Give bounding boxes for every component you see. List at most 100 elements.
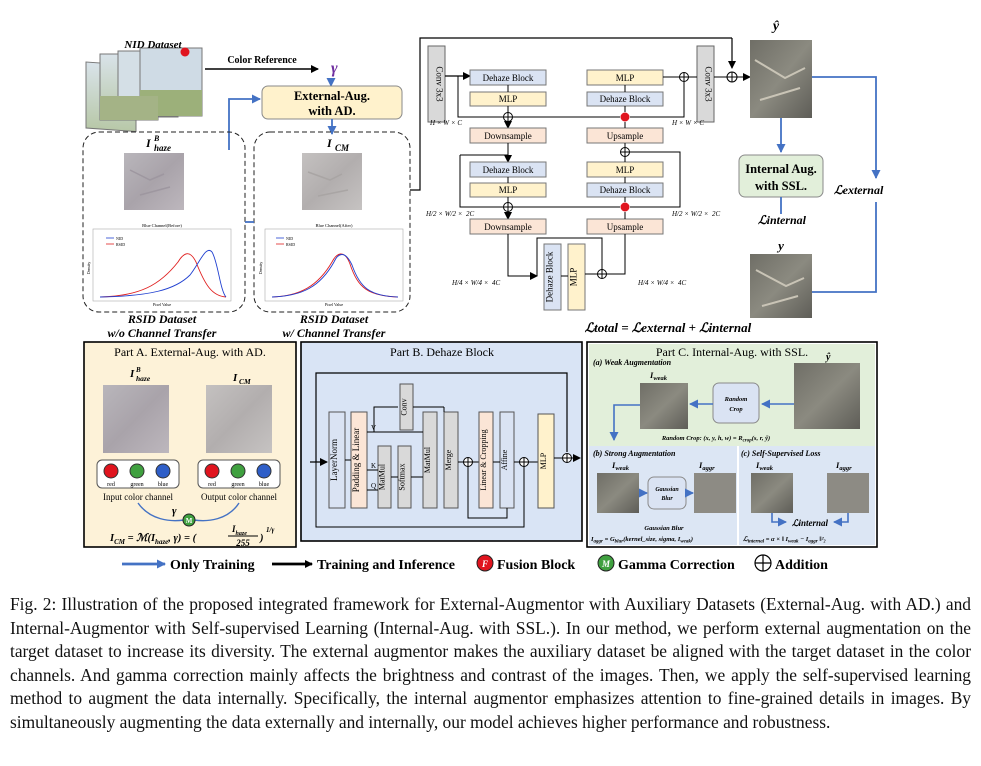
- svg-text:Conv 3x3: Conv 3x3: [435, 66, 445, 102]
- svg-text:Blur: Blur: [660, 496, 673, 502]
- svg-text:haze: haze: [154, 143, 171, 153]
- svg-text:ℒinternal: ℒinternal: [792, 518, 828, 528]
- svg-text:F: F: [481, 559, 488, 569]
- svg-text:RSID: RSID: [286, 242, 295, 247]
- ground-truth-image: [750, 254, 812, 318]
- l-internal-label: ℒinternal: [758, 213, 807, 227]
- svg-text:M: M: [601, 559, 611, 569]
- svg-text:2C: 2C: [712, 210, 721, 218]
- level1-left: Dehaze Block MLP Downsample: [457, 69, 547, 144]
- svg-text:Dehaze Block: Dehaze Block: [600, 94, 651, 104]
- l-external-label: ℒexternal: [834, 183, 884, 197]
- svg-text:Q: Q: [371, 482, 376, 490]
- svg-text:red: red: [107, 482, 115, 488]
- svg-text:Dehaze Block: Dehaze Block: [483, 73, 534, 83]
- svg-text:MLP: MLP: [499, 185, 518, 195]
- color-mapped-image: [302, 153, 362, 210]
- svg-text:MatMul: MatMul: [423, 446, 432, 473]
- svg-text:Conv 3x3: Conv 3x3: [704, 66, 714, 102]
- svg-text:with SSL.: with SSL.: [755, 179, 807, 193]
- svg-text:Downsample: Downsample: [484, 222, 532, 232]
- svg-text:MLP: MLP: [499, 94, 518, 104]
- level2: Dehaze Block MLP Downsample MLP Dehaze B…: [459, 143, 681, 235]
- matmul-block-2: [422, 411, 438, 509]
- loss-weak-image: [751, 473, 793, 513]
- dim-half-right: H/2 × W/2 ×: [671, 210, 708, 218]
- svg-text:Padding & Linear: Padding & Linear: [351, 428, 361, 493]
- svg-text:4C: 4C: [492, 279, 501, 287]
- svg-text:Crop: Crop: [729, 406, 743, 413]
- svg-text:H × W × C: H × W × C: [429, 119, 462, 127]
- part-c-yhat-image: [794, 363, 860, 429]
- level3: Dehaze Block MLP: [507, 234, 626, 311]
- svg-text:H × W × C: H × W × C: [671, 119, 704, 127]
- dim-quarter-left: H/4 × W/4 ×: [451, 279, 488, 287]
- rsid-wo-label: RSID Dataset: [127, 312, 197, 326]
- dim-half-left: H/2 × W/2 ×: [425, 210, 462, 218]
- svg-text:CM: CM: [239, 377, 251, 386]
- part-a-cm-image: [206, 385, 272, 453]
- part-a-title: Part A. External-Aug. with AD.: [114, 345, 266, 359]
- svg-text:Softmax: Softmax: [398, 463, 407, 490]
- strong-weak-image: [597, 473, 639, 513]
- legend: Only Training Training and Inference F F…: [122, 554, 828, 573]
- svg-text:haze: haze: [136, 374, 151, 383]
- svg-text:blue: blue: [259, 482, 270, 488]
- weak-aug-title: (a) Weak Augmentation: [593, 358, 672, 367]
- part-a-i-cm: I: [232, 372, 238, 384]
- aggr-image: [694, 473, 736, 513]
- svg-text:green: green: [231, 482, 244, 488]
- svg-text:Internal Aug.: Internal Aug.: [745, 162, 817, 176]
- i-cm-label: I: [326, 136, 333, 150]
- y-label: y: [776, 238, 784, 253]
- loss-aggr-image: [827, 473, 869, 513]
- svg-text:NID: NID: [286, 236, 293, 241]
- gaussian-blur-formula: Iaggr = Gblur(kernel_size, sigma, Iweak): [590, 536, 693, 545]
- part-b-title: Part B. Dehaze Block: [390, 345, 494, 359]
- nid-dataset-label: NID Dataset: [123, 39, 182, 51]
- svg-text:255: 255: [235, 538, 250, 548]
- svg-text:ŷ: ŷ: [825, 352, 831, 363]
- ssl-loss-formula: ℒinternal = α × ‖ Iweak − Iaggr ‖²₂: [743, 536, 826, 545]
- histogram-after: Blue Channel(After) NID RSID Pixel Value…: [258, 223, 404, 307]
- svg-text:B: B: [153, 134, 160, 143]
- figure-caption: Fig. 2: Illustration of the proposed int…: [10, 594, 971, 732]
- rsid-w-label: RSID Dataset: [299, 312, 369, 326]
- svg-text:Merge: Merge: [444, 449, 453, 470]
- legend-only-training: Only Training: [170, 558, 255, 573]
- svg-text:Gaussian Blur: Gaussian Blur: [644, 525, 684, 532]
- part-b-mlp-block: [537, 413, 555, 509]
- svg-text:MLP: MLP: [569, 268, 579, 287]
- part-b-panel: [300, 341, 583, 542]
- svg-text:V: V: [371, 424, 376, 432]
- random-crop-formula: Random Crop: (x, y, h, w) = Rcrop(s, r, …: [661, 435, 770, 444]
- svg-text:Downsample: Downsample: [484, 131, 532, 141]
- svg-text:1/γ: 1/γ: [266, 526, 274, 534]
- random-crop-box: [712, 382, 760, 424]
- svg-text:Linear & Cropping: Linear & Cropping: [479, 429, 488, 490]
- svg-text:Dehaze Block: Dehaze Block: [600, 185, 651, 195]
- svg-text:MLP: MLP: [616, 73, 635, 83]
- legend-fusion-block: Fusion Block: [497, 558, 575, 573]
- svg-text:green: green: [130, 482, 143, 488]
- svg-text:MLP: MLP: [539, 452, 548, 469]
- external-aug-label-1: External-Aug.: [294, 89, 370, 103]
- part-a-i-haze: I: [129, 368, 135, 380]
- svg-text:Blue Channel(Before): Blue Channel(Before): [142, 223, 182, 228]
- level1-right: MLP Dehaze Block Upsample: [513, 69, 697, 144]
- i-haze-label: I: [145, 136, 152, 150]
- y-hat-label: ŷ: [771, 19, 780, 34]
- svg-text:K: K: [371, 462, 376, 470]
- merge-block: [443, 411, 459, 509]
- conv-left: [427, 45, 446, 123]
- l-total-label: ℒtotal = ℒexternal + ℒinternal: [585, 320, 752, 335]
- svg-text:Upsample: Upsample: [607, 222, 644, 232]
- svg-text:2C: 2C: [466, 210, 475, 218]
- fusion-dot: [180, 47, 190, 57]
- svg-text:Dehaze Block: Dehaze Block: [483, 165, 534, 175]
- svg-text:Conv: Conv: [400, 398, 409, 415]
- svg-text:RSID: RSID: [116, 242, 125, 247]
- svg-text:Pixel Value: Pixel Value: [325, 302, 343, 307]
- svg-text:B: B: [135, 366, 141, 374]
- ssl-loss-title: (c) Self-Supervised Loss: [741, 449, 821, 458]
